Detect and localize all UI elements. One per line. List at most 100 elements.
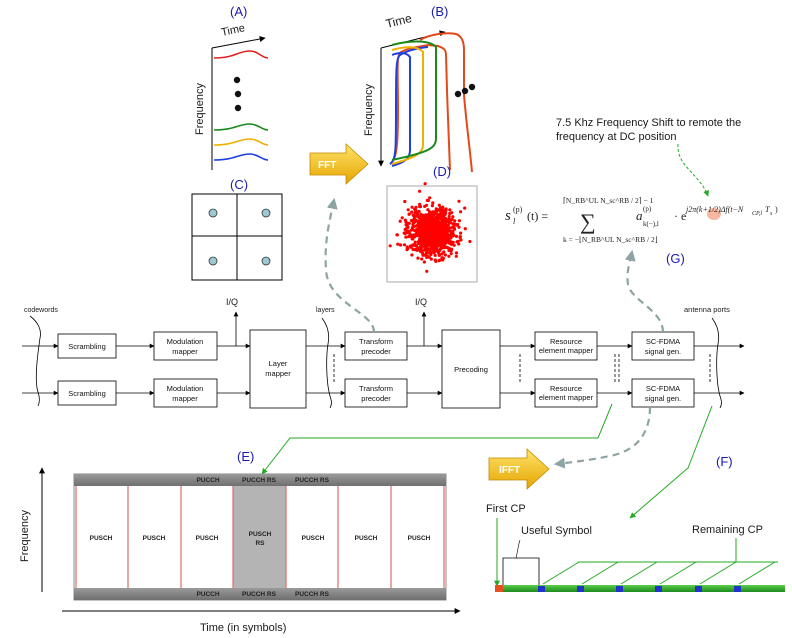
column-label-rs-2: RS (255, 540, 265, 547)
scfdma-label-1: SC-FDMA (646, 384, 680, 393)
cp-pointer (659, 561, 697, 585)
layer-mapper-box (249, 329, 307, 409)
fft-label: FFT (318, 160, 336, 171)
noise-point (407, 221, 411, 225)
cp-segment (538, 586, 545, 592)
ifft-arrow-shape (488, 448, 550, 490)
noise-point (409, 218, 414, 223)
pusch-rs-column (233, 486, 286, 588)
panel-f-label: (F) (716, 454, 733, 469)
layer-mapper-label-1: Layer (269, 359, 288, 368)
noise-point (422, 253, 426, 257)
noise-point (431, 228, 435, 232)
noise-point (437, 251, 441, 256)
noise-point (452, 233, 456, 237)
noise-point (424, 253, 428, 257)
noise-point (449, 242, 453, 246)
modulation-label-2: mapper (172, 394, 198, 403)
noise-point (437, 203, 441, 207)
noise-point (410, 253, 414, 257)
noise-point (435, 212, 439, 216)
spectrum-blue-edge (389, 46, 429, 165)
noise-point (447, 214, 451, 219)
layer-mapper-label-2: mapper (265, 369, 291, 378)
noise-point (416, 224, 420, 228)
column-label: PUSCH (302, 535, 325, 542)
cp-segment (655, 586, 662, 592)
noise-point (441, 235, 446, 239)
top-pucch-band (74, 474, 446, 486)
noise-point (422, 219, 426, 223)
transform-label-1: Transform (359, 337, 393, 346)
spectrum-blue (391, 51, 411, 167)
noise-point (449, 236, 453, 240)
fft-arrow-shape (309, 143, 369, 185)
noise-point (425, 255, 429, 259)
formula-sum-lower: k = −⌊N_RB^UL N_sc^RB / 2⌋ (563, 235, 658, 244)
noise-point (396, 242, 400, 246)
noise-point (417, 240, 421, 244)
noise-point (468, 239, 472, 244)
cp-segment (695, 586, 702, 592)
scatter-cloud (388, 182, 472, 273)
transform-label-2: precoder (361, 394, 391, 403)
scfdma-label-2: signal gen. (645, 394, 681, 403)
noise-point (420, 232, 424, 236)
noise-point (432, 249, 436, 254)
transform-label-2: precoder (361, 347, 391, 356)
noise-point (427, 255, 431, 259)
ellipsis-dot (234, 90, 242, 98)
noise-point (421, 214, 425, 218)
annotation-pointer (677, 143, 709, 197)
noise-point (451, 229, 455, 233)
noise-point (399, 243, 403, 247)
noise-point (413, 211, 417, 215)
noise-point (459, 231, 463, 235)
panel-d: (D) (386, 164, 478, 283)
noise-point (427, 240, 431, 244)
panel-e-time-label: Time (in symbols) (200, 622, 286, 634)
noise-point (438, 258, 442, 262)
noise-point (443, 253, 447, 257)
noise-point (437, 221, 441, 225)
noise-point (463, 227, 467, 231)
resource-element-mapper-box (534, 378, 598, 408)
antenna-ports-label: antenna ports (684, 305, 730, 314)
noise-point (418, 189, 422, 193)
scrambling-label: Scrambling (68, 389, 106, 398)
noise-point (457, 242, 461, 246)
noise-point (431, 246, 435, 250)
noise-point (457, 199, 461, 203)
column-dividers (75, 486, 445, 588)
first-cp-segment (495, 585, 503, 592)
formula-lhs: s (505, 208, 511, 224)
noise-point (433, 211, 437, 216)
noise-point (446, 228, 450, 232)
panel-c-label: (C) (230, 177, 248, 192)
noise-point (440, 242, 444, 246)
noise-point (434, 207, 438, 211)
ellipsis-dot (234, 104, 242, 112)
resource-label-2: element mapper (539, 393, 594, 402)
noise-point (457, 225, 461, 229)
noise-point (433, 239, 437, 243)
formula-exp-base: · e (674, 209, 686, 223)
panel-g-label: (G) (666, 251, 685, 266)
noise-point (430, 204, 434, 208)
column-label: PUSCH (90, 535, 113, 542)
panel-f: (F) First CP Useful Symbol Remaining CP (486, 454, 785, 592)
resource-label-1: Resource (550, 337, 582, 346)
noise-point (434, 235, 438, 239)
bottom-band-label: PUCCH RS (295, 591, 330, 598)
noise-point (425, 248, 429, 252)
ellipsis-dot (461, 87, 469, 95)
noise-point (448, 208, 452, 212)
noise-point (417, 216, 422, 220)
noise-point (428, 196, 432, 200)
panel-e-pointer (261, 403, 613, 475)
noise-point (432, 225, 436, 229)
noise-point (407, 229, 411, 233)
noise-point (439, 247, 443, 251)
noise-point (420, 225, 424, 229)
